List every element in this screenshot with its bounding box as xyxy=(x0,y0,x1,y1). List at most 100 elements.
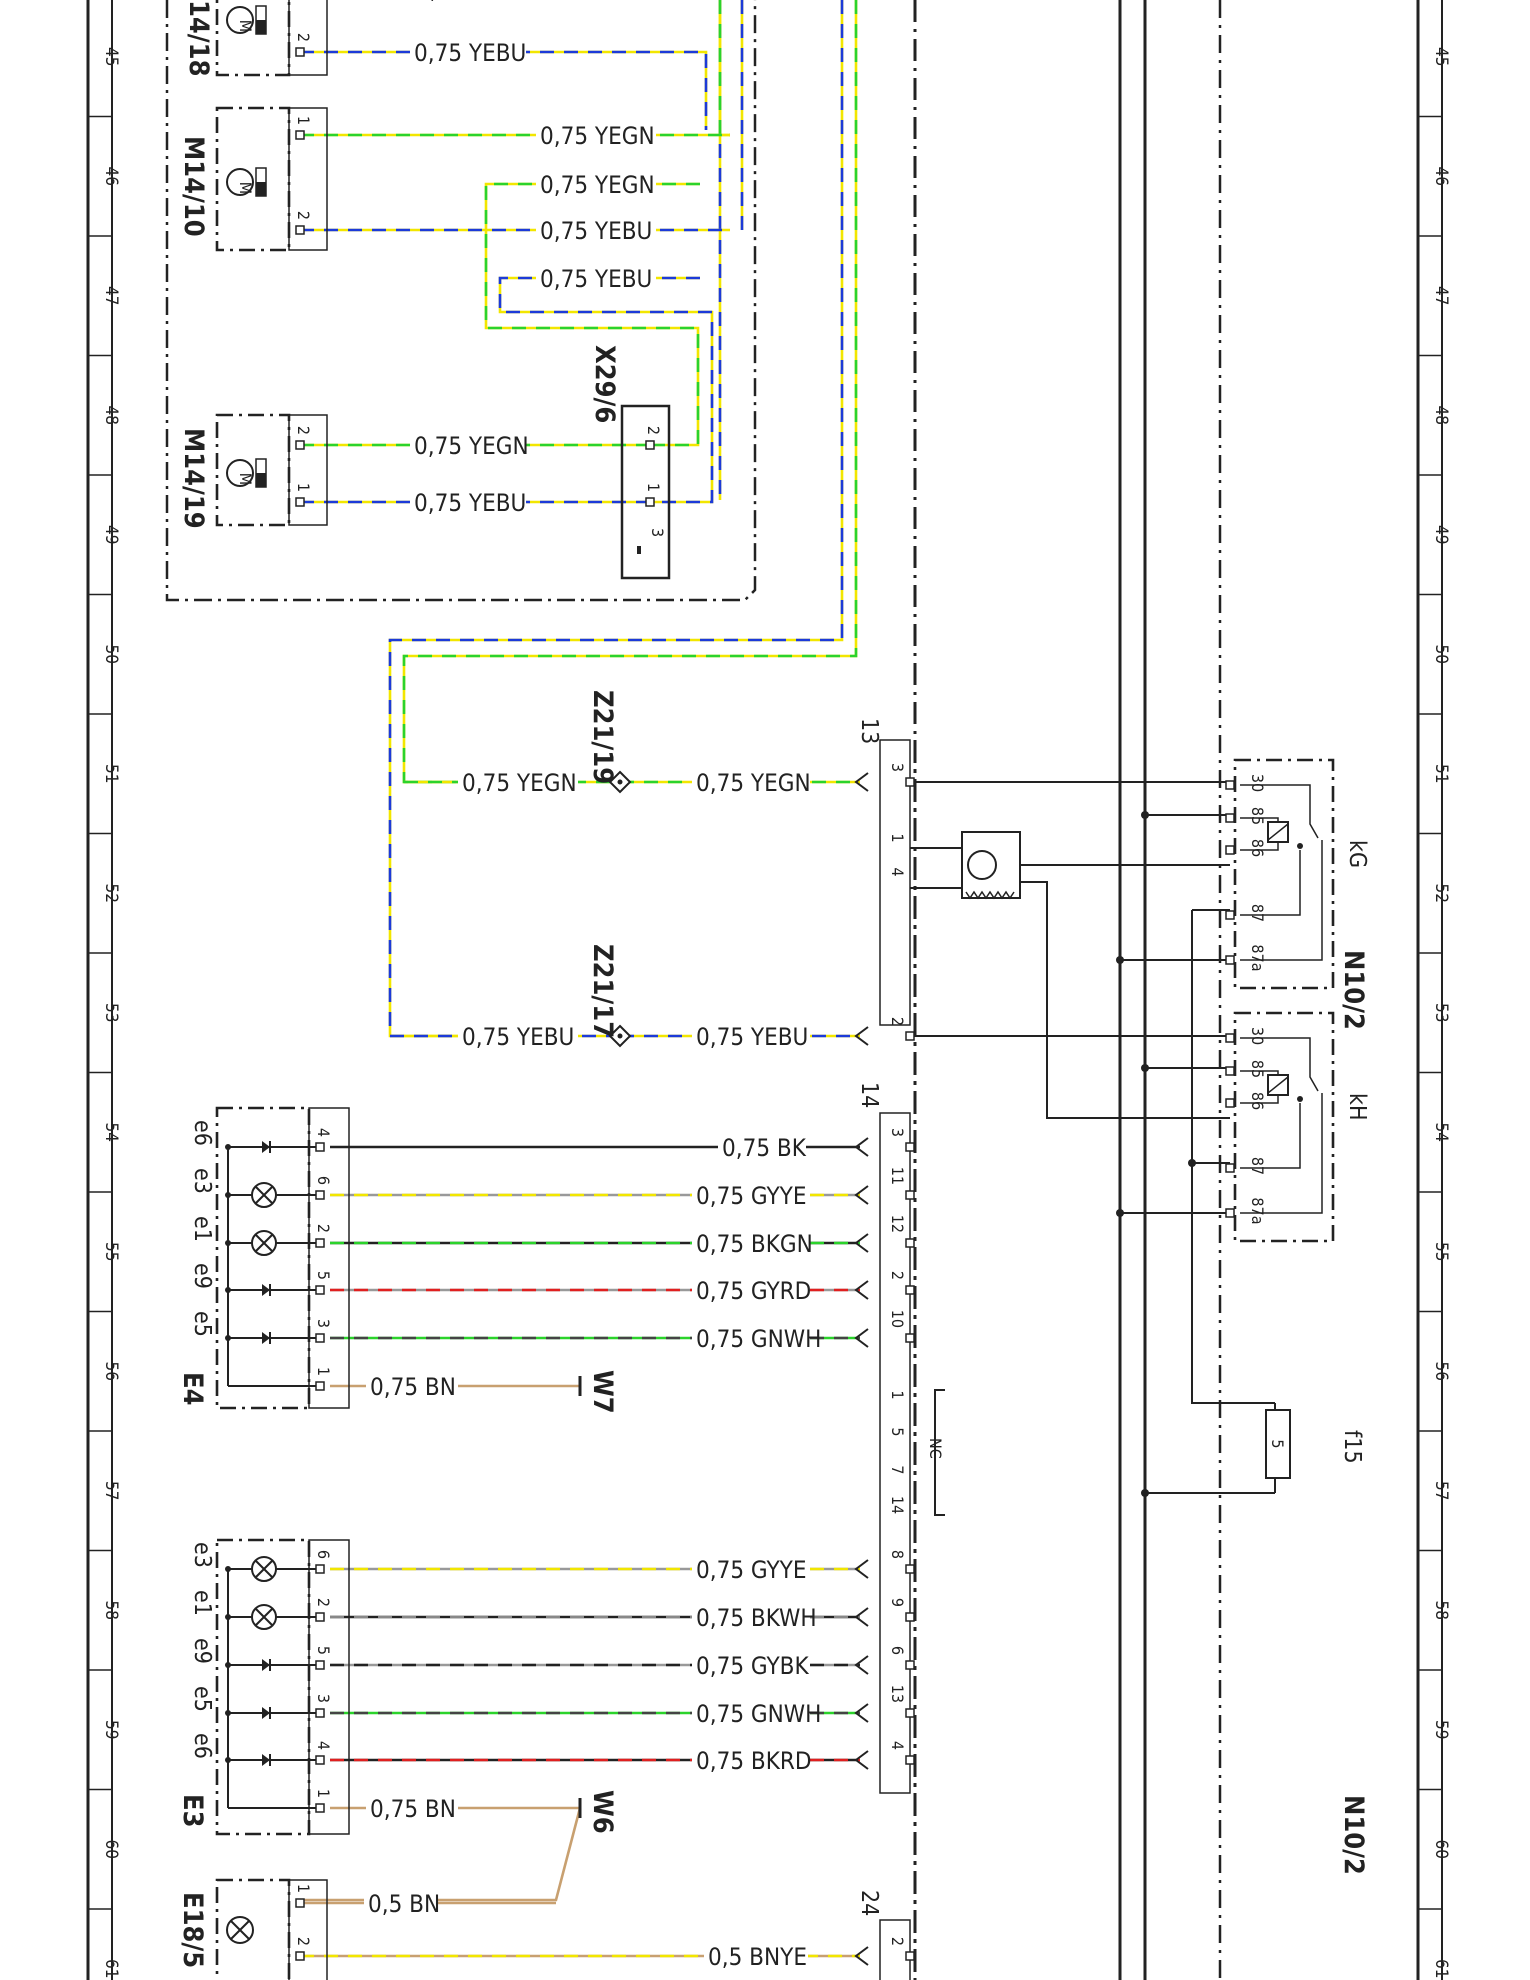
relay-kh-pin-label: 85 xyxy=(1248,1060,1267,1078)
e4-pin-5-num: 5 xyxy=(314,1271,333,1280)
e4-lamp-e1: e1 xyxy=(189,1216,215,1242)
wire-z2119-right: 0,75 YEGN xyxy=(620,769,860,799)
c14-pin-8-arrow xyxy=(854,1559,869,1579)
wire-label-bg xyxy=(692,1704,810,1730)
conn14-number: 14 xyxy=(856,1082,882,1108)
e3-junction xyxy=(225,1757,231,1763)
wire-label-bg xyxy=(536,126,656,152)
relay-kg-pin-87a xyxy=(1225,955,1235,965)
wire-label-e3-bn: 0,75 BN xyxy=(370,1795,456,1823)
e185-plug xyxy=(288,1879,328,1980)
c14-pin-9-arrow xyxy=(854,1607,869,1627)
wire-label-m1410-yebu-1: 0,75 YEBU xyxy=(540,217,652,245)
e185-pin2 xyxy=(295,1951,305,1961)
motor-circle xyxy=(226,168,254,196)
c13-pin3-num: 3 xyxy=(888,763,907,772)
relay-kg-coil-diag xyxy=(1267,823,1289,841)
wire-label-bg xyxy=(536,221,656,247)
m1410-motor: M xyxy=(226,167,267,197)
relay-kh-label: kH xyxy=(1344,1093,1370,1121)
e3-lamp-e5: e5 xyxy=(189,1686,215,1712)
relay-kh-coil-in xyxy=(1240,1070,1279,1075)
ruler-row-label: 60 xyxy=(1431,1840,1451,1859)
wire-label-bg xyxy=(692,1560,810,1586)
m1419-pin1-num: 1 xyxy=(294,483,313,492)
m1418-pin-num: 2 xyxy=(294,33,313,42)
relay-kh-box xyxy=(1233,1011,1335,1243)
c24-pin2-term xyxy=(905,1951,915,1961)
motor-sensor-fill xyxy=(256,182,266,196)
top-cut-label: 0,75 YEGN xyxy=(416,0,531,4)
wire-e3-bkrd: 0,75 BKRD xyxy=(330,1747,860,1777)
wire-label-bg xyxy=(718,1138,806,1164)
c14-pin-2-arrow xyxy=(854,1280,869,1300)
wire-z2117-right: 0,75 YEBU xyxy=(620,1023,860,1053)
ruler-row-label: 45 xyxy=(101,47,121,66)
ruler-row-label: 47 xyxy=(1431,286,1451,305)
wire-label-bg xyxy=(410,43,526,69)
e3-pin-3 xyxy=(315,1708,325,1718)
wire-label-bg xyxy=(692,1281,810,1307)
wire-label-m1419-yegn: 0,75 YEGN xyxy=(414,432,529,460)
fuse-feed xyxy=(1191,910,1275,1404)
ruler-row-label: 59 xyxy=(1431,1720,1451,1739)
e4-lamp-e6: e6 xyxy=(189,1120,215,1146)
m1418-pin xyxy=(295,47,305,57)
x296-box xyxy=(620,404,671,580)
c14-pin-10-term xyxy=(905,1333,915,1343)
wire-label-e4-gyye: 0,75 GYYE xyxy=(696,1182,806,1210)
c13-pin2-term xyxy=(905,1031,915,1041)
e4-led-e6 xyxy=(262,1141,270,1153)
c24-pin2-arrow xyxy=(854,1946,869,1966)
c14-pin-4-term xyxy=(905,1755,915,1765)
relay-kg-label: kG xyxy=(1344,840,1370,868)
c14-nc-pin-14: 14 xyxy=(888,1496,907,1514)
e4-pin-6-num: 6 xyxy=(314,1176,333,1185)
relay-kh-pin-85 xyxy=(1225,1066,1235,1076)
wire-e3-gyye: 0,75 GYYE xyxy=(330,1556,860,1586)
f15-label: f15 xyxy=(1339,1430,1365,1464)
e3-bulb-x2 xyxy=(255,1560,273,1578)
e3-led-e9 xyxy=(262,1659,270,1671)
fuse-value: 5 xyxy=(1268,1439,1287,1448)
x296-pin2-num: 2 xyxy=(644,426,663,435)
wire-label-m1418-yebu: 0,75 YEBU xyxy=(414,39,526,67)
wire-m1410-yebu-1: 0,75 YEBU xyxy=(300,217,730,247)
wire-label-bg xyxy=(692,1751,810,1777)
e4-bulb-x2 xyxy=(255,1234,273,1252)
wire-e4-gyye: 0,75 GYYE xyxy=(330,1182,860,1212)
n102-name: N10/2 xyxy=(1338,950,1369,1030)
e3-box xyxy=(215,1538,311,1836)
e4-pin-6 xyxy=(315,1190,325,1200)
fuse-f15 xyxy=(1265,1409,1291,1479)
e3-pin-3-num: 3 xyxy=(314,1694,333,1703)
conn14-block xyxy=(879,1112,911,1794)
wire-label-e4-gnwh: 0,75 GNWH xyxy=(696,1325,821,1353)
e3-pin-1 xyxy=(315,1803,325,1813)
ruler-row-label: 58 xyxy=(101,1601,121,1620)
c14-pin-13-term xyxy=(905,1708,915,1718)
wire-label-e3-bkwh: 0,75 BKWH xyxy=(696,1604,817,1632)
ruler-row-label: 46 xyxy=(101,167,121,186)
m1419-pin2-num: 2 xyxy=(294,426,313,435)
e3-junction xyxy=(225,1710,231,1716)
transistor-wave xyxy=(965,890,1015,900)
ruler-row-label: 45 xyxy=(1431,47,1451,66)
conn13-block xyxy=(879,739,911,1026)
ruler-row-label: 54 xyxy=(1431,1123,1451,1142)
tr-out2 xyxy=(1020,881,1230,1119)
junction-dot xyxy=(1141,1064,1149,1072)
wire-label-bg xyxy=(692,1329,810,1355)
bus-yegn-left-base xyxy=(402,0,858,784)
wire-z2117-left: 0,75 YEBU xyxy=(390,1023,620,1053)
ruler-row-label: 53 xyxy=(101,1003,121,1022)
top-yegn-base xyxy=(718,0,730,137)
ruler-row-label: 49 xyxy=(1431,525,1451,544)
ruler-row-label: 48 xyxy=(1431,406,1451,425)
c14-nc-pin-7: 7 xyxy=(888,1465,907,1474)
wire-label-e4-bkgn: 0,75 BKGN xyxy=(696,1230,813,1258)
c14-pin-9-term xyxy=(905,1612,915,1622)
ruler-row-label: 60 xyxy=(101,1840,121,1859)
